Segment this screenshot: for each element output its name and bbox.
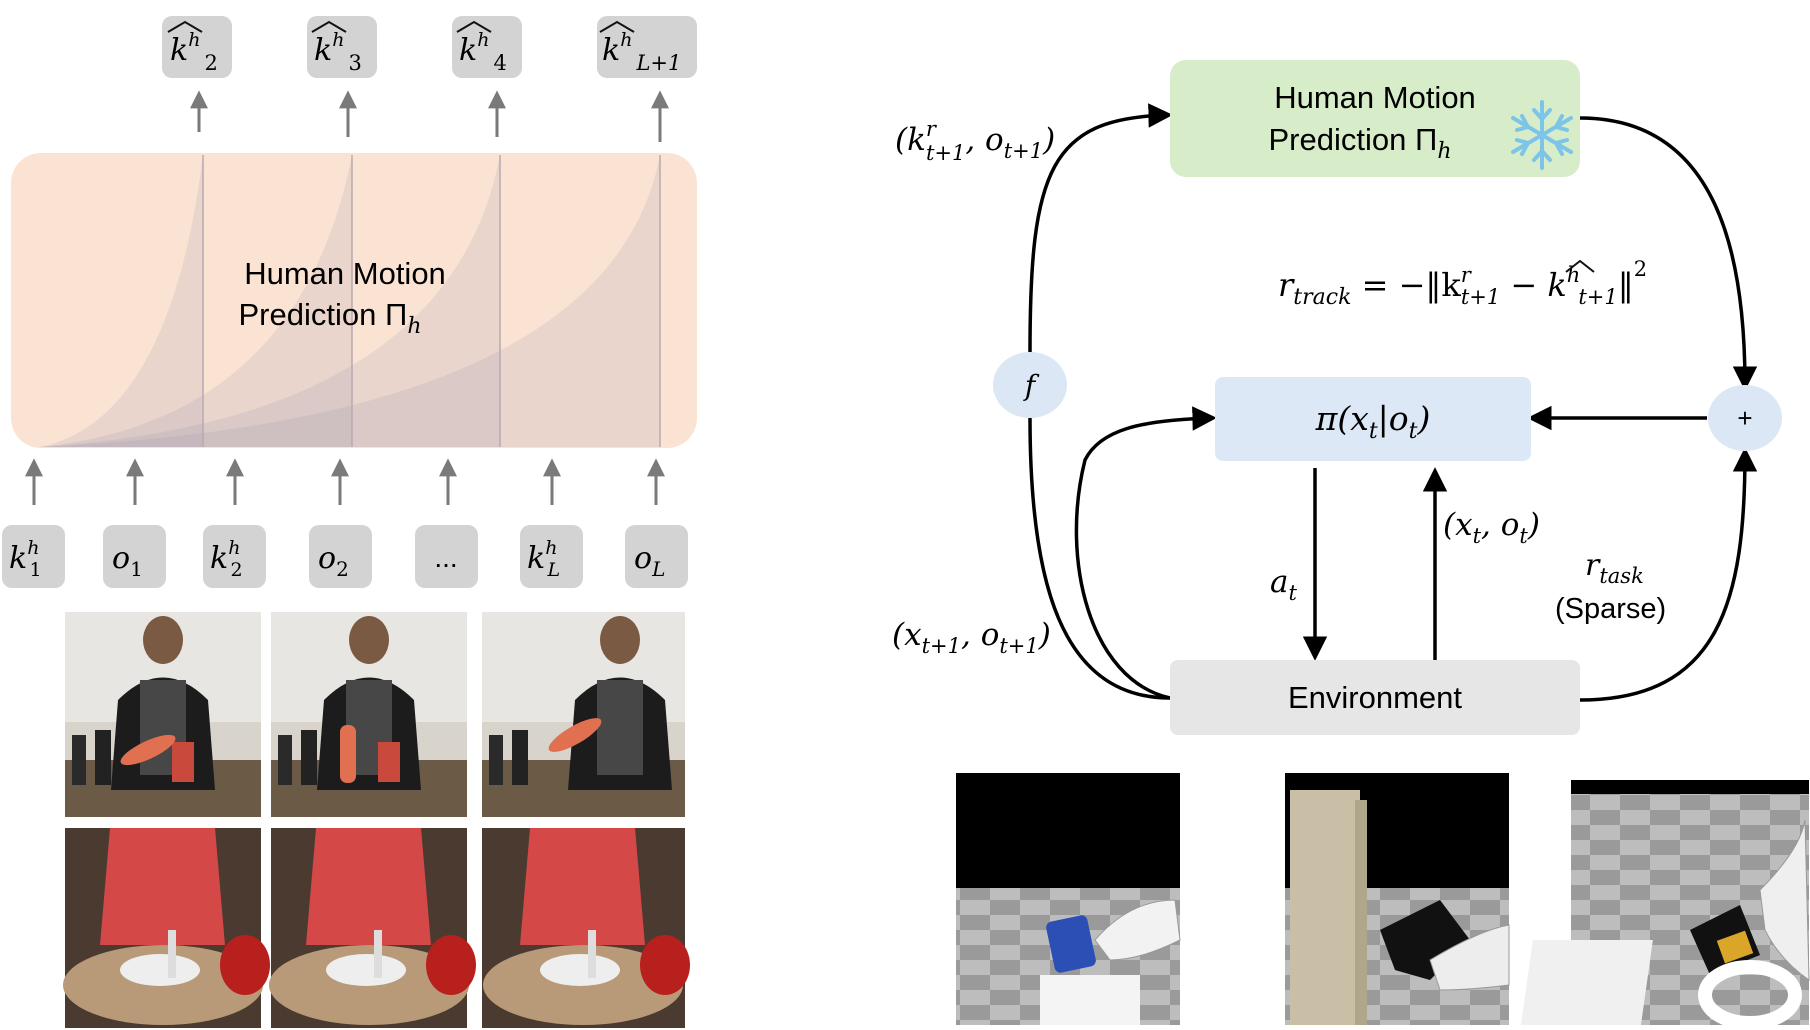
svg-text:kh1: kh1 — [9, 537, 42, 581]
input-token-oL: oL — [625, 525, 688, 588]
loop-edges — [1028, 103, 1758, 702]
svg-text:o2: o2 — [318, 541, 349, 581]
predictor-title-line2: Prediction Πh — [1268, 122, 1451, 164]
output-arrows — [190, 90, 669, 142]
video-frame — [65, 612, 261, 817]
transformer-block: Human Motion Prediction Πh — [11, 153, 697, 448]
edge-label-observation: (xt, ot) — [1443, 507, 1540, 548]
hat-mark — [167, 20, 203, 33]
edge-env-to-plus — [1579, 447, 1758, 702]
predictor-box: Human Motion Prediction Πh — [1170, 60, 1580, 177]
svg-text:khL: khL — [527, 537, 560, 581]
input-arrows — [25, 458, 665, 505]
video-frame — [482, 828, 690, 1028]
edge-f-to-predictor — [1028, 103, 1173, 353]
hat-mark — [311, 20, 347, 33]
edge-predictor-to-plus — [1579, 116, 1758, 391]
reward-task-note: (Sparse) — [1555, 593, 1666, 625]
left-panel: kh2 kh3 kh4 khL+1 — [2, 16, 697, 1028]
output-token-k3-label: kh3 — [314, 29, 362, 75]
hat-mark — [599, 20, 635, 33]
video-frame — [271, 612, 467, 817]
right-panel: Human Motion Prediction Πh π(xt|ot) — [892, 60, 1810, 1030]
sim-scene-3 — [1520, 780, 1810, 1030]
reward-hat-mark — [1565, 259, 1595, 273]
video-frame — [63, 828, 270, 1028]
transformer-title-line2: Prediction Πh — [238, 297, 421, 339]
snowflake-icon — [1511, 100, 1573, 170]
output-token-k4: kh4 — [452, 16, 522, 78]
predictor-title-line1: Human Motion — [1274, 80, 1476, 115]
policy-label: π(xt|ot) — [1315, 399, 1431, 444]
sim-scene-1 — [956, 773, 1181, 1025]
svg-text:kh2: kh2 — [210, 537, 243, 581]
f-node: f — [993, 352, 1067, 418]
transformer-title-line1: Human Motion — [244, 256, 446, 291]
video-frames-row-2 — [63, 828, 690, 1028]
output-token-kL1-label: khL+1 — [602, 29, 681, 75]
environment-box: Environment — [1170, 660, 1580, 735]
edge-env-to-policy — [1074, 406, 1217, 700]
output-token-k4-label: kh4 — [459, 29, 507, 75]
reward-task-label: rtask — [1585, 548, 1644, 588]
edge-label-bottom-left: (xt+1, ot+1) — [892, 617, 1051, 658]
output-token-k2: kh2 — [162, 16, 232, 78]
output-token-k2-label: kh2 — [170, 29, 218, 75]
edge-env-to-f — [1028, 417, 1171, 700]
input-token-o1: o1 — [103, 525, 166, 588]
svg-text:...: ... — [434, 542, 457, 573]
environment-label: Environment — [1288, 680, 1462, 715]
edge-label-action: at — [1270, 564, 1297, 605]
output-token-kL1: khL+1 — [597, 16, 697, 78]
hat-mark — [456, 20, 492, 33]
output-token-k3: kh3 — [307, 16, 377, 78]
video-frame — [269, 828, 476, 1028]
input-token-ellipsis: ... — [415, 525, 478, 588]
svg-text:oL: oL — [634, 541, 665, 581]
plus-node: + — [1708, 385, 1782, 451]
video-frame — [482, 612, 685, 817]
plus-node-label: + — [1737, 403, 1752, 433]
video-frames-row-1 — [65, 612, 685, 817]
policy-box: π(xt|ot) — [1215, 377, 1531, 461]
svg-text:o1: o1 — [112, 541, 143, 581]
sim-scene-2 — [1285, 773, 1510, 1025]
input-token-o2: o2 — [309, 525, 372, 588]
